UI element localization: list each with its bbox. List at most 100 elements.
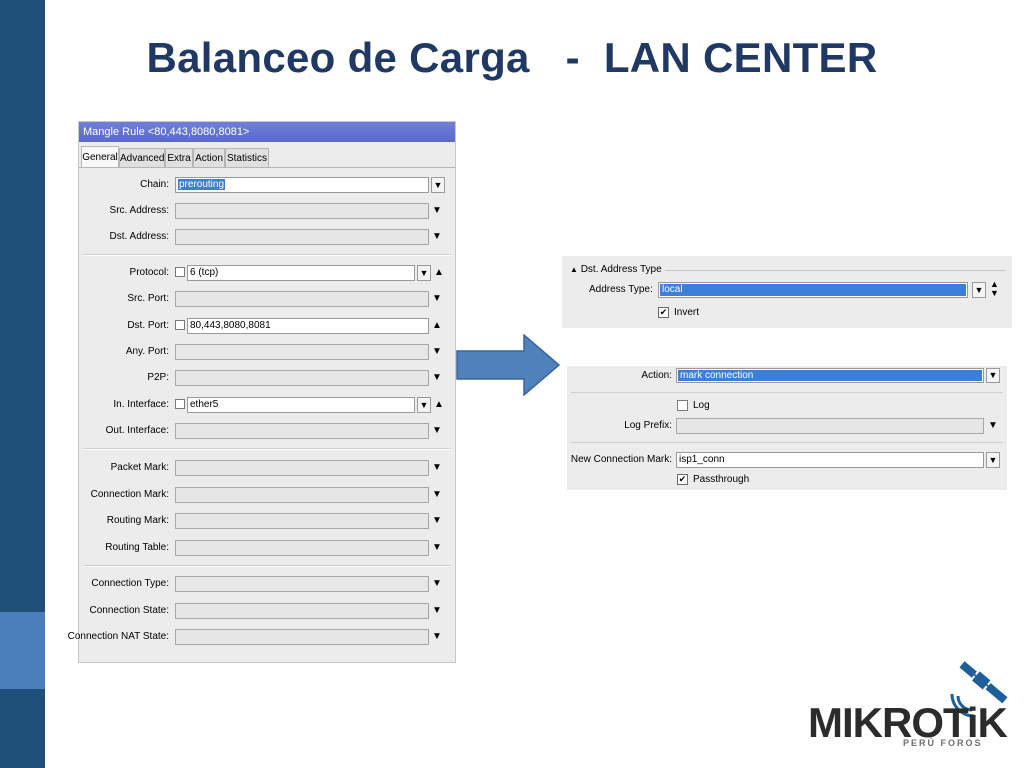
log-checkbox[interactable]: [677, 400, 688, 411]
mikrotik-logo: MIKROTiK: [808, 699, 1008, 746]
chain-field[interactable]: prerouting: [175, 177, 429, 193]
action-label: Action:: [641, 370, 672, 381]
tab-general[interactable]: General: [81, 146, 119, 167]
tab-action[interactable]: Action: [193, 148, 225, 167]
any-port-label: Any. Port:: [125, 346, 169, 357]
routing-mark-expand-icon[interactable]: ▼: [432, 515, 442, 526]
chain-dropdown-button[interactable]: ▼: [431, 177, 445, 193]
dst-port-row: Dst. Port: 80,443,8080,8081 ▲: [79, 316, 455, 335]
mangle-rule-window: Mangle Rule <80,443,8080,8081> General A…: [68, 121, 456, 663]
src-address-field[interactable]: [175, 203, 429, 219]
src-port-row: Src. Port: ▼: [79, 289, 455, 308]
dst-address-expand-icon[interactable]: ▼: [432, 231, 442, 242]
collapse-triangle-icon[interactable]: ▲: [570, 265, 578, 274]
separator: [571, 442, 1003, 443]
packet-mark-label: Packet Mark:: [110, 462, 169, 473]
connection-mark-expand-icon[interactable]: ▼: [432, 489, 442, 500]
connection-mark-field[interactable]: [175, 487, 429, 503]
action-field[interactable]: mark connection: [676, 368, 984, 383]
address-type-field[interactable]: local: [658, 282, 968, 298]
out-interface-field[interactable]: [175, 423, 429, 439]
address-type-dropdown-button[interactable]: ▼: [972, 282, 986, 298]
connection-state-row: Connection State: ▼: [79, 601, 455, 620]
tab-advanced[interactable]: Advanced: [119, 148, 165, 167]
connection-state-field[interactable]: [175, 603, 429, 619]
tab-extra[interactable]: Extra: [165, 148, 193, 167]
action-dropdown-button[interactable]: ▼: [986, 368, 1000, 383]
routing-mark-field[interactable]: [175, 513, 429, 529]
new-connection-mark-field[interactable]: isp1_conn: [676, 452, 984, 468]
passthrough-checkbox[interactable]: ✔: [677, 474, 688, 485]
group-border: [570, 270, 1006, 271]
in-interface-field[interactable]: ether5: [187, 397, 415, 413]
packet-mark-expand-icon[interactable]: ▼: [432, 462, 442, 473]
invert-checkbox[interactable]: ✔: [658, 307, 669, 318]
slide-sidebar-accent: [0, 612, 45, 689]
dst-port-field[interactable]: 80,443,8080,8081: [187, 318, 429, 334]
packet-mark-row: Packet Mark: ▼: [79, 458, 455, 477]
packet-mark-field[interactable]: [175, 460, 429, 476]
dst-address-row: Dst. Address: ▼: [79, 227, 455, 246]
connection-type-expand-icon[interactable]: ▼: [432, 578, 442, 589]
out-interface-expand-icon[interactable]: ▼: [432, 425, 442, 436]
routing-table-field[interactable]: [175, 540, 429, 556]
dst-address-type-panel: ▲ Dst. Address Type Address Type: local …: [562, 256, 1012, 328]
in-interface-row: In. Interface: ether5 ▼ ▲: [79, 395, 455, 414]
protocol-collapse-icon[interactable]: ▲: [434, 267, 444, 278]
window-title[interactable]: Mangle Rule <80,443,8080,8081>: [79, 122, 455, 142]
routing-mark-row: Routing Mark: ▼: [79, 511, 455, 530]
any-port-expand-icon[interactable]: ▼: [432, 346, 442, 357]
log-prefix-expand-icon[interactable]: ▼: [988, 420, 998, 431]
in-interface-dropdown-button[interactable]: ▼: [417, 397, 431, 413]
action-panel: Action: mark connection ▼ Log Log Prefix…: [567, 366, 1007, 490]
protocol-dropdown-button[interactable]: ▼: [417, 265, 431, 281]
protocol-label: Protocol:: [129, 267, 169, 278]
src-port-expand-icon[interactable]: ▼: [432, 293, 442, 304]
connection-type-row: Connection Type: ▼: [79, 574, 455, 593]
passthrough-label: Passthrough: [693, 474, 750, 485]
dst-port-collapse-icon[interactable]: ▲: [432, 320, 442, 331]
log-prefix-field[interactable]: [676, 418, 984, 434]
src-port-field[interactable]: [175, 291, 429, 307]
any-port-row: Any. Port: ▼: [79, 342, 455, 361]
src-address-expand-icon[interactable]: ▼: [432, 205, 442, 216]
connection-type-label: Connection Type:: [91, 578, 169, 589]
slide-title: Balanceo de Carga - LAN CENTER: [146, 34, 878, 81]
right-arrow-icon: [456, 334, 561, 396]
chain-row: Chain: prerouting ▼: [79, 175, 455, 194]
in-interface-collapse-icon[interactable]: ▲: [434, 399, 444, 410]
sort-arrows-icon[interactable]: ▲▼: [990, 279, 999, 298]
dst-port-label: Dst. Port:: [127, 320, 169, 331]
any-port-field[interactable]: [175, 344, 429, 360]
routing-table-label: Routing Table:: [105, 542, 169, 553]
new-connection-mark-dropdown-button[interactable]: ▼: [986, 452, 1000, 468]
separator: [83, 254, 451, 256]
action-value: mark connection: [678, 370, 982, 381]
p2p-label: P2P:: [147, 372, 169, 383]
tab-divider: [79, 167, 455, 168]
protocol-negate-checkbox[interactable]: [175, 267, 185, 277]
log-prefix-label: Log Prefix:: [624, 420, 672, 431]
in-interface-negate-checkbox[interactable]: [175, 399, 185, 409]
connection-nat-state-field[interactable]: [175, 629, 429, 645]
p2p-expand-icon[interactable]: ▼: [432, 372, 442, 383]
protocol-field[interactable]: 6 (tcp): [187, 265, 415, 281]
p2p-field[interactable]: [175, 370, 429, 386]
connection-mark-label: Connection Mark:: [90, 489, 169, 500]
group-label: Dst. Address Type: [580, 264, 662, 275]
satellite-icon: [950, 661, 1008, 718]
connection-type-field[interactable]: [175, 576, 429, 592]
routing-table-row: Routing Table: ▼: [79, 538, 455, 557]
connection-state-expand-icon[interactable]: ▼: [432, 605, 442, 616]
out-interface-row: Out. Interface: ▼: [79, 421, 455, 440]
dst-address-field[interactable]: [175, 229, 429, 245]
in-interface-label: In. Interface:: [113, 399, 169, 410]
separator: [571, 392, 1003, 393]
p2p-row: P2P: ▼: [79, 368, 455, 387]
tab-statistics[interactable]: Statistics: [225, 148, 269, 167]
chain-label: Chain:: [140, 179, 169, 190]
dst-port-negate-checkbox[interactable]: [175, 320, 185, 330]
group-header[interactable]: ▲ Dst. Address Type: [570, 263, 665, 277]
routing-table-expand-icon[interactable]: ▼: [432, 542, 442, 553]
connection-nat-state-expand-icon[interactable]: ▼: [432, 631, 442, 642]
